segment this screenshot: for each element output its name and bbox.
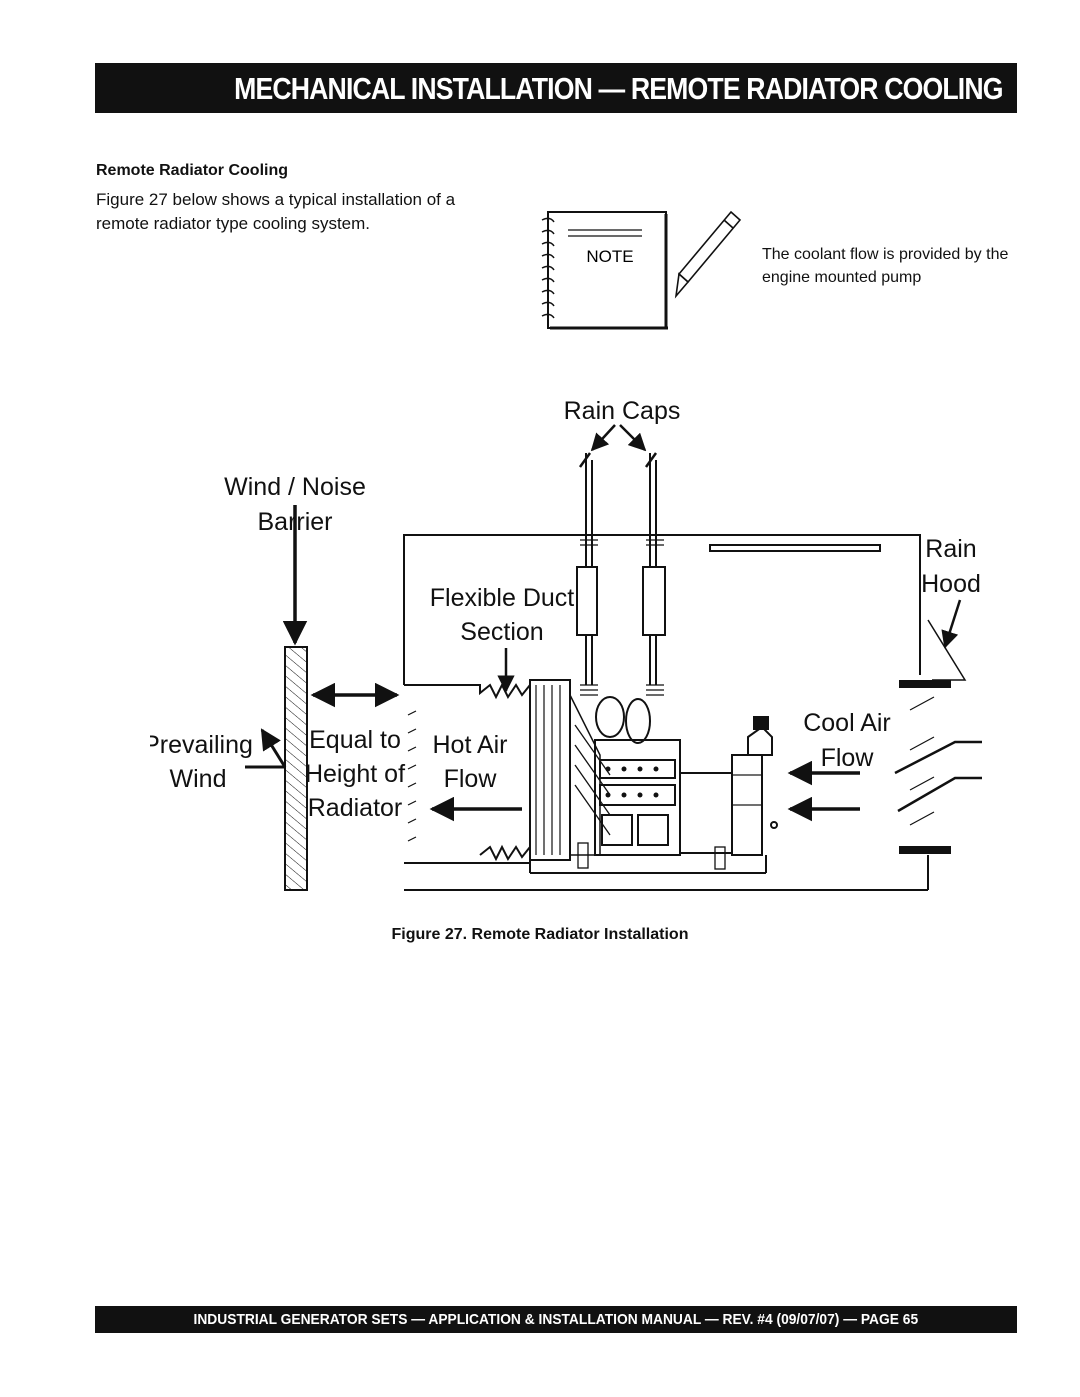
- label-equal-to: Equal to: [309, 726, 401, 754]
- note-label: NOTE: [586, 247, 633, 266]
- page-title: MECHANICAL INSTALLATION — REMOTE RADIATO…: [234, 71, 1004, 106]
- label-barrier: Barrier: [257, 508, 332, 536]
- page-title-bar: MECHANICAL INSTALLATION — REMOTE RADIATO…: [95, 63, 1017, 113]
- label-cool-air: Cool Air: [803, 709, 891, 737]
- wind-noise-barrier: [284, 646, 308, 891]
- label-hot-air: Hot Air: [432, 731, 507, 759]
- radiator: [529, 679, 571, 861]
- figure-caption: Figure 27. Remote Radiator Installation: [391, 926, 689, 943]
- footer-bar: INDUSTRIAL GENERATOR SETS — APPLICATION …: [95, 1306, 1017, 1333]
- label-flexible-duct: Flexible Duct: [430, 584, 575, 612]
- remote-radiator-diagram: Rain Caps Wind / Noise Barrier Rain Hood…: [150, 397, 982, 891]
- rain-caps-arrow-right: [619, 424, 647, 452]
- pencil-icon: [674, 210, 742, 299]
- label-wind: Wind: [170, 765, 227, 793]
- label-height-of: Height of: [305, 760, 405, 788]
- label-radiator: Radiator: [308, 794, 403, 822]
- rain-hood-arrow: [941, 599, 962, 649]
- label-rain-caps: Rain Caps: [564, 397, 681, 425]
- label-hot-flow: Flow: [444, 765, 498, 793]
- section-body-text: Figure 27 below shows a typical installa…: [96, 190, 456, 233]
- label-cool-flow: Flow: [821, 744, 875, 772]
- label-section: Section: [460, 618, 543, 646]
- label-hood: Hood: [921, 570, 981, 598]
- section-heading: Remote Radiator Cooling: [96, 162, 289, 179]
- note-text: The coolant flow is provided by the engi…: [762, 246, 1009, 286]
- footer-text: INDUSTRIAL GENERATOR SETS — APPLICATION …: [193, 1311, 919, 1328]
- label-rain: Rain: [925, 535, 976, 563]
- prevailing-wind-arrow: [260, 728, 287, 768]
- note-notebook-icon: NOTE: [541, 210, 742, 330]
- label-prevailing: Prevailing: [150, 731, 253, 759]
- label-wind-noise: Wind / Noise: [224, 473, 366, 501]
- rain-caps-arrow-left: [590, 424, 616, 452]
- rain-hood: [927, 619, 967, 681]
